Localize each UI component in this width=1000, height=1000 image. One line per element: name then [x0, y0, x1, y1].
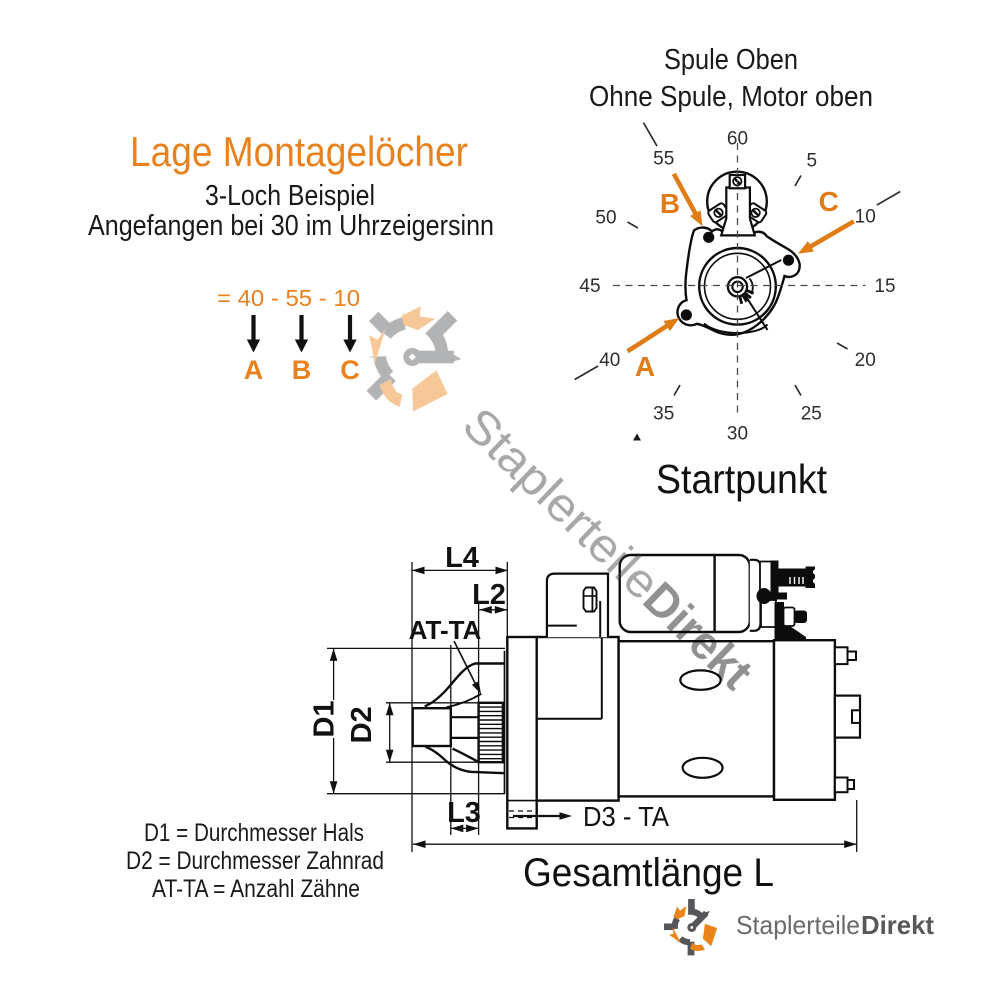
svg-text:30: 30	[727, 424, 748, 445]
svg-text:L3: L3	[447, 797, 481, 829]
svg-text:A: A	[244, 355, 264, 385]
svg-text:5: 5	[807, 151, 818, 172]
svg-text:15: 15	[874, 276, 895, 297]
svg-text:B: B	[292, 355, 312, 385]
svg-text:3-Loch Beispiel: 3-Loch Beispiel	[205, 180, 375, 212]
svg-text:Lage Montagelöcher: Lage Montagelöcher	[130, 128, 468, 175]
svg-text:C: C	[819, 186, 839, 217]
svg-text:D2: D2	[346, 706, 378, 743]
svg-text:D2 = Durchmesser Zahnrad: D2 = Durchmesser Zahnrad	[126, 847, 384, 875]
svg-text:Spule Oben: Spule Oben	[664, 44, 798, 76]
svg-text:C: C	[340, 355, 360, 385]
svg-text:40: 40	[599, 350, 620, 371]
svg-text:45: 45	[579, 276, 600, 297]
svg-text:L2: L2	[472, 579, 506, 611]
svg-text:B: B	[660, 188, 680, 219]
svg-text:D3 - TA: D3 - TA	[583, 801, 669, 832]
svg-text:Staplerteile: Staplerteile	[736, 910, 860, 940]
svg-text:35: 35	[653, 404, 674, 425]
svg-text:AT-TA: AT-TA	[409, 615, 482, 645]
svg-text:60: 60	[727, 129, 748, 150]
svg-text:10: 10	[855, 207, 876, 228]
svg-text:Startpunkt: Startpunkt	[656, 456, 828, 502]
svg-text:D1: D1	[309, 700, 341, 737]
svg-text:Direkt: Direkt	[861, 910, 934, 940]
svg-text:Ohne Spule, Motor oben: Ohne Spule, Motor oben	[589, 81, 873, 113]
svg-text:D1 = Durchmesser Hals: D1 = Durchmesser Hals	[144, 819, 364, 847]
svg-text:20: 20	[855, 350, 876, 371]
svg-text:AT-TA = Anzahl Zähne: AT-TA = Anzahl Zähne	[152, 875, 360, 903]
svg-text:Gesamtlänge L: Gesamtlänge L	[523, 851, 774, 895]
svg-text:Angefangen bei 30 im Uhrzeiger: Angefangen bei 30 im Uhrzeigersinn	[88, 210, 494, 242]
svg-text:A: A	[635, 351, 655, 382]
svg-text:55: 55	[653, 148, 674, 169]
svg-text:50: 50	[595, 208, 616, 229]
svg-text:L4: L4	[445, 542, 479, 574]
svg-text:= 40 - 55 - 10: = 40 - 55 - 10	[217, 285, 360, 311]
svg-text:25: 25	[801, 404, 822, 425]
